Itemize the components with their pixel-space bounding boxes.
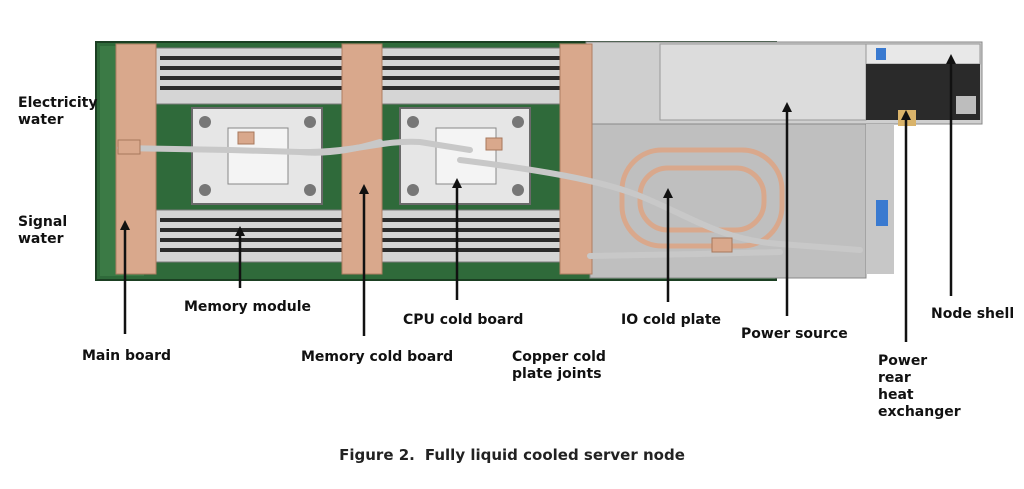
memory-cold-boards xyxy=(115,43,593,275)
label-node-shell: Node shell xyxy=(931,306,1015,322)
label-power-rear-heat-exchanger: Power rear heat exchanger xyxy=(878,353,961,420)
label-main-board: Main board xyxy=(82,348,172,364)
label-electricity-water: Electricity water xyxy=(18,95,98,128)
label-signal-water: Signal water xyxy=(18,214,68,247)
leader-lines xyxy=(123,60,953,342)
memory-modules xyxy=(149,47,569,263)
coolant-pipes xyxy=(117,138,863,259)
figure-caption: Figure 2. Fully liquid cooled server node xyxy=(0,446,1024,464)
label-copper-joints: Copper cold plate joints xyxy=(512,349,606,382)
label-memory-cold-board: Memory cold board xyxy=(301,349,454,365)
label-io-cold-plate: IO cold plate xyxy=(621,312,722,328)
label-power-source: Power source xyxy=(741,326,848,342)
figure-number: Figure 2. xyxy=(339,446,415,464)
label-memory-module: Memory module xyxy=(184,299,312,315)
figure-title: Fully liquid cooled server node xyxy=(424,446,685,464)
cpu-cold-boards xyxy=(191,107,531,205)
label-cpu-cold-board: CPU cold board xyxy=(403,312,524,328)
